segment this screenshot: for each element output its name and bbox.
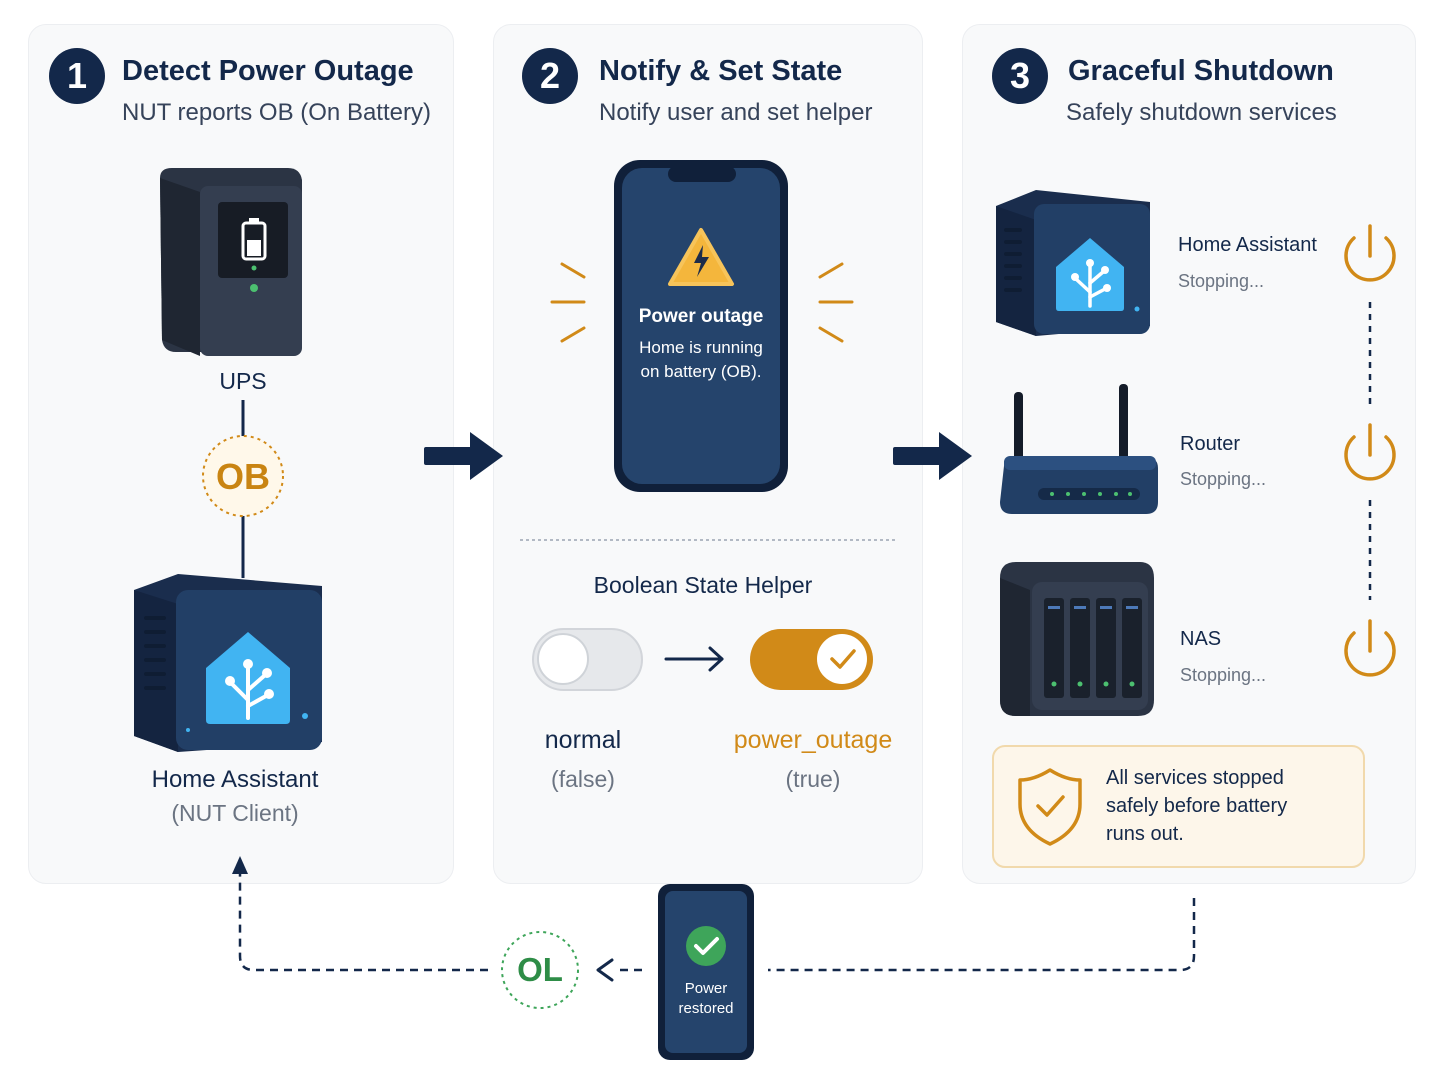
step-1-number-badge: 1 — [49, 48, 105, 104]
home-assistant-device-icon — [134, 574, 322, 752]
home-assistant-box-icon — [996, 190, 1150, 336]
service-status-home-assistant: Stopping... — [1178, 271, 1265, 291]
notification-phone-icon — [614, 160, 788, 492]
helper-title: Boolean State Helper — [593, 572, 813, 598]
restore-loop-arrowhead-up — [232, 856, 248, 874]
ups-icon — [160, 168, 302, 356]
step-1-subtitle: NUT reports OB (On Battery) — [122, 99, 431, 126]
restored-line-2: restored — [678, 1000, 734, 1017]
nut-client-label: (NUT Client) — [171, 800, 299, 826]
step-2-title: Notify & Set State — [599, 55, 843, 87]
toggle-off-icon — [532, 628, 643, 691]
arrow-step1-to-step2 — [424, 432, 503, 480]
step-3-panel — [962, 24, 1416, 884]
shield-check-icon — [1018, 768, 1082, 846]
step-3-number-badge: 3 — [992, 48, 1048, 104]
state-on-name: power_outage — [733, 726, 893, 754]
notification-body-line-1: Home is running — [639, 338, 763, 357]
power-icon-router — [1344, 423, 1396, 481]
service-status-nas: Stopping... — [1180, 665, 1267, 685]
ol-badge: OL — [517, 951, 563, 988]
arrow-step2-to-step3 — [893, 432, 972, 480]
toggle-transition-arrow — [664, 646, 724, 672]
restore-loop-arrowhead-left — [596, 958, 614, 982]
home-assistant-label: Home Assistant — [151, 766, 319, 793]
summary-line-3: runs out. — [1106, 823, 1184, 845]
service-name-home-assistant: Home Assistant — [1178, 234, 1317, 256]
ups-label: UPS — [219, 368, 267, 394]
summary-line-2: safely before battery — [1106, 795, 1288, 817]
step-2-subtitle: Notify user and set helper — [599, 99, 873, 126]
service-name-nas: NAS — [1180, 628, 1222, 650]
router-icon — [1000, 384, 1158, 514]
step-3-title: Graceful Shutdown — [1068, 55, 1334, 87]
ol-badge-ring — [501, 931, 579, 1009]
toggle-on-icon — [750, 629, 873, 690]
state-on-value: (true) — [785, 766, 841, 792]
summary-line-1: All services stopped — [1106, 767, 1284, 789]
restore-loop-path — [238, 870, 1196, 972]
shutdown-summary-box — [992, 745, 1365, 868]
restored-line-1: Power — [684, 980, 728, 997]
notification-title: Power outage — [638, 306, 764, 327]
power-icon-nas — [1344, 619, 1396, 677]
power-icon-home-assistant — [1344, 224, 1396, 282]
state-off-name: normal — [544, 726, 622, 754]
alert-ray-icon — [550, 262, 854, 343]
step-3-subtitle: Safely shutdown services — [1066, 99, 1337, 126]
state-off-value: (false) — [551, 766, 615, 792]
notification-body-line-2: on battery (OB). — [640, 362, 762, 381]
service-name-router: Router — [1180, 433, 1241, 455]
step-1-title: Detect Power Outage — [122, 55, 414, 87]
step-2-number-badge: 2 — [522, 48, 578, 104]
restored-phone-icon — [658, 884, 754, 1060]
nas-icon — [1000, 562, 1154, 716]
ob-badge: OB — [216, 456, 270, 497]
service-status-router: Stopping... — [1180, 469, 1267, 489]
ob-badge-ring — [202, 435, 284, 517]
